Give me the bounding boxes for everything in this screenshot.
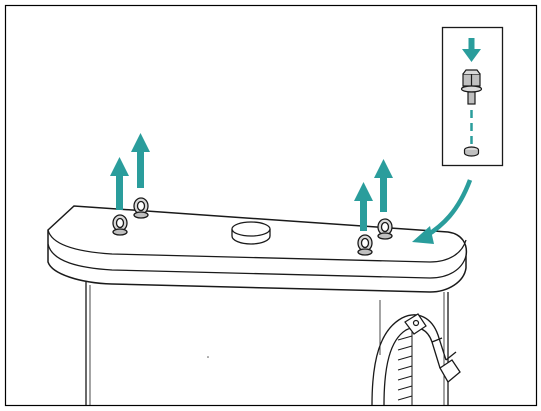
lifting-eye-bolt-icon: [378, 219, 392, 239]
up-arrow-icon: [354, 182, 373, 231]
up-arrow-icon: [131, 133, 150, 188]
up-arrow-icon: [110, 157, 129, 210]
up-arrow-icon: [374, 159, 393, 212]
detail-inset: [443, 28, 503, 166]
lifting-eye-bolt-icon: [358, 235, 372, 255]
vent-grille: [398, 330, 412, 405]
lifting-eye-bolt-icon: [134, 198, 148, 218]
lifting-eye-bolt-icon: [113, 215, 127, 235]
threaded-hole-icon: [465, 147, 479, 156]
top-cap: [48, 206, 466, 292]
center-cap-plug: [232, 222, 270, 244]
